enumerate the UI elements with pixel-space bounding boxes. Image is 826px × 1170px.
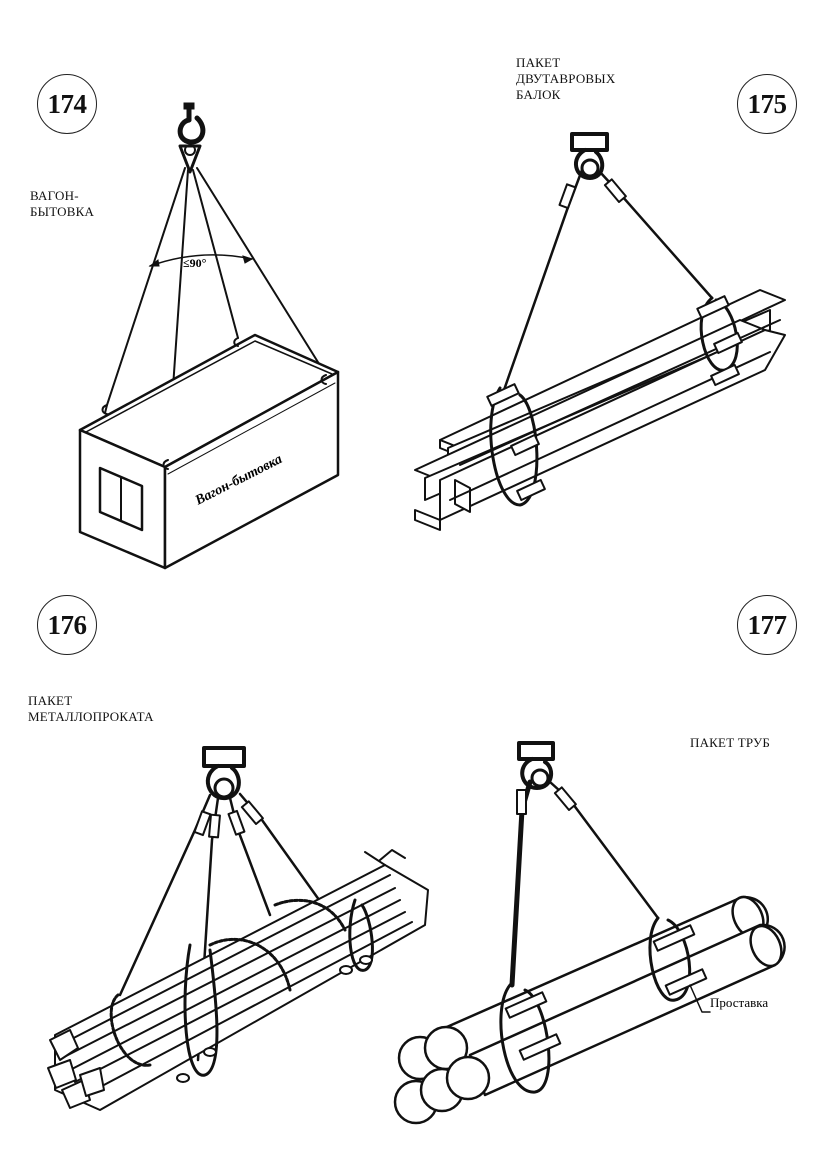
- figure-176-rolled-metal: [47, 746, 429, 1111]
- figure-177-pipe-bundle: Проставка: [393, 741, 786, 1125]
- angle-arc: [149, 254, 253, 267]
- caption-175-line-1: ПАКЕТ: [516, 55, 561, 70]
- figure-number-174: 174: [37, 74, 97, 134]
- figure-174-container: ≤90° Вагон-бытовка: [78, 102, 340, 570]
- figure-number-175: 175: [737, 74, 797, 134]
- metal-profiles: [47, 849, 429, 1111]
- lifting-lugs: [101, 337, 327, 470]
- caption-174-line-2: БЫТОВКА: [30, 204, 95, 219]
- hook-block-icon: [570, 132, 609, 152]
- caption-174-line-1: ВАГОН-: [30, 188, 79, 203]
- caption-176-line-2: МЕТАЛЛОПРОКАТА: [28, 709, 154, 724]
- arrow-left-icon: [148, 259, 160, 267]
- caption-177: ПАКЕТ ТРУБ: [690, 735, 770, 751]
- caption-175-line-3: БАЛОК: [516, 87, 561, 102]
- caption-175: ПАКЕТ ДВУТАВРОВЫХ БАЛОК: [516, 55, 615, 103]
- hook-block-icon: [202, 746, 246, 768]
- crane-hook-icon: [177, 102, 206, 174]
- caption-176-line-1: ПАКЕТ: [28, 693, 73, 708]
- callout-leader: [689, 984, 711, 1013]
- caption-177-line-1: ПАКЕТ ТРУБ: [690, 735, 771, 750]
- figure-175-beam-bundle: [414, 132, 786, 531]
- i-beams: [414, 289, 786, 531]
- spacer-callout-label: Проставка: [710, 995, 768, 1010]
- caption-176: ПАКЕТ МЕТАЛЛОПРОКАТА: [28, 693, 154, 725]
- figure-number-177: 177: [737, 595, 797, 655]
- spacers: [504, 924, 708, 1061]
- caption-174: ВАГОН- БЫТОВКА: [30, 188, 94, 220]
- hook-block-icon: [517, 741, 555, 761]
- cabin-box: [78, 333, 340, 570]
- figure-number-176: 176: [37, 595, 97, 655]
- caption-175-line-2: ДВУТАВРОВЫХ: [516, 71, 616, 86]
- arrow-right-icon: [242, 255, 254, 264]
- angle-label: ≤90°: [183, 256, 207, 270]
